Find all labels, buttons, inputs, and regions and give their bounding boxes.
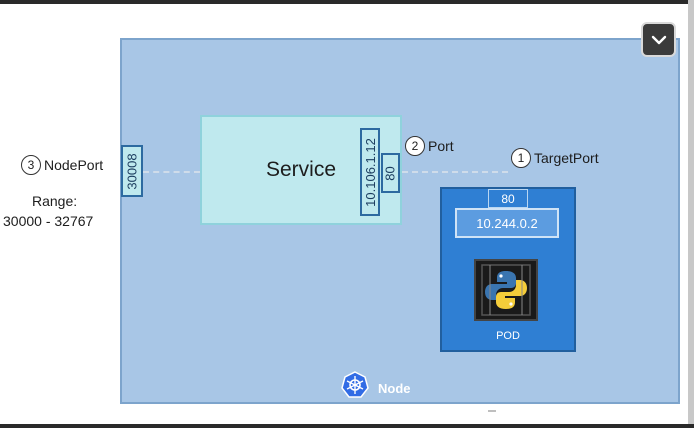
frame-top-border xyxy=(0,0,694,4)
callout-targetport: 1 TargetPort xyxy=(511,148,599,168)
service-port: 80 xyxy=(383,165,398,181)
collapse-button[interactable] xyxy=(641,22,676,57)
range-label: Range: xyxy=(32,193,78,209)
callout-nodeport: 3 NodePort xyxy=(21,155,103,175)
frame-right-border xyxy=(688,0,694,428)
pod-port: 80 xyxy=(488,189,528,208)
service-port-box: 80 xyxy=(381,153,400,193)
range-value: 30000 - 32767 xyxy=(3,213,94,229)
service-cluster-ip-box: 10.106.1.12 xyxy=(360,128,380,216)
callout-port-number: 2 xyxy=(405,136,425,156)
callout-targetport-label: TargetPort xyxy=(534,150,599,166)
pod-ip: 10.244.0.2 xyxy=(455,208,559,238)
kubernetes-helm-icon xyxy=(341,371,369,399)
chevron-down-icon xyxy=(651,35,666,44)
pod-label: POD xyxy=(496,330,520,342)
node-label: Node xyxy=(378,381,411,396)
node-port-box: 30008 xyxy=(121,145,143,197)
python-container-icon xyxy=(474,259,538,321)
service-cluster-ip: 10.106.1.12 xyxy=(362,137,378,207)
connector-service-pod xyxy=(402,171,508,173)
callout-targetport-number: 1 xyxy=(511,148,531,168)
callout-port-label: Port xyxy=(428,138,454,154)
frame-bottom-border xyxy=(0,424,694,428)
node-port-value: 30008 xyxy=(124,152,140,190)
service-label: Service xyxy=(266,158,337,181)
callout-nodeport-label: NodePort xyxy=(44,157,104,173)
callout-port: 2 Port xyxy=(405,136,454,156)
callout-nodeport-number: 3 xyxy=(21,155,41,175)
connector-nodeport-service xyxy=(143,171,200,173)
decorative-dash xyxy=(488,410,496,412)
